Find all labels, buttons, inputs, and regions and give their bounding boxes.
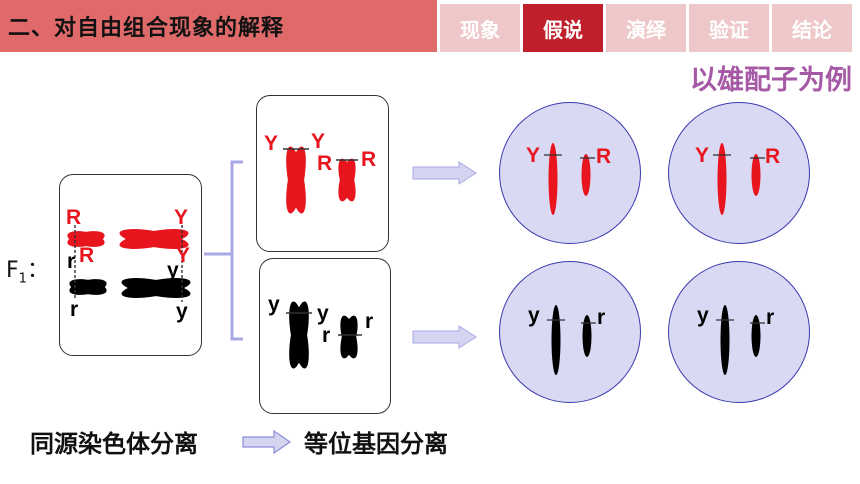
gamete-3-markers (547, 319, 596, 324)
gamete-2-markers (713, 154, 765, 159)
tab-hypothesis[interactable]: 假说 (523, 4, 603, 52)
gamete-4-markers (716, 319, 765, 324)
subtitle: 以雄配子为例 (690, 65, 852, 96)
footer-left-text: 同源染色体分离 (30, 430, 198, 458)
gamete-2-label-Y: Y (695, 144, 709, 167)
recessive-chromosome-y-large (289, 301, 309, 369)
gamete-circle-4 (668, 261, 810, 403)
tab-deduction[interactable]: 演绎 (606, 4, 686, 52)
tab-verification[interactable]: 验证 (689, 4, 769, 52)
rec-label-r-left: r (322, 324, 330, 347)
rec-label-y-right: y (317, 302, 329, 325)
dom-label-R-left: R (317, 152, 332, 175)
recessive-gene-markers (286, 312, 362, 336)
f1-label-Y-mid: Y (176, 244, 190, 267)
gamete-circle-2 (668, 102, 810, 244)
gamete-1-label-Y: Y (526, 144, 540, 167)
f1-label-y-mid: y (167, 259, 179, 282)
dominant-gene-markers (283, 148, 358, 161)
gamete-1-chromatids (548, 143, 591, 215)
gamete-2-chromatids (717, 143, 761, 215)
f1-chromosome-R-red (67, 231, 105, 247)
dominant-chromosome-R-small (338, 158, 356, 202)
gamete-3-label-r: r (597, 306, 605, 329)
gamete-4-label-y: y (697, 304, 709, 327)
f1-chromosome-y-black (121, 278, 191, 298)
f1-label-r-bottom: r (70, 298, 78, 321)
dom-label-Y-right: Y (311, 130, 325, 153)
rec-label-y-left: y (268, 293, 280, 316)
tab-phenomenon[interactable]: 现象 (440, 4, 520, 52)
recessive-chromosome-r-small (340, 315, 358, 359)
gamete-circle-3 (499, 261, 641, 403)
gamete-4-chromatids (720, 305, 761, 375)
rec-label-r-right: r (365, 310, 373, 333)
dom-label-R-right: R (361, 148, 376, 171)
tab-conclusion[interactable]: 结论 (772, 4, 852, 52)
arrow-to-gametes-top (412, 161, 477, 185)
gamete-circle-1 (499, 102, 641, 244)
f1-chromosome-Y-red (119, 229, 189, 249)
dominant-pair-box (256, 95, 389, 252)
gamete-2-label-R: R (765, 145, 780, 168)
dominant-chromosome-Y-large (286, 146, 306, 214)
f1-label-r-mid: r (67, 250, 75, 273)
f1-base: F (6, 258, 19, 283)
gamete-1-markers (544, 154, 595, 159)
f1-label-Y-top: Y (174, 206, 188, 229)
arrow-to-gametes-bottom (412, 325, 477, 349)
f1-cell-box (59, 174, 202, 356)
footer-arrow (242, 429, 292, 455)
gamete-3-label-y: y (528, 304, 540, 327)
f1-sub: 1 (18, 271, 27, 287)
footer-right-text: 等位基因分离 (304, 430, 448, 458)
recessive-pair-box (259, 258, 391, 414)
title-bar: 二、对自由组合现象的解释 (0, 0, 437, 52)
dom-label-Y-left: Y (264, 132, 278, 155)
gamete-4-label-r: r (766, 306, 774, 329)
f1-label-R-mid: R (79, 244, 94, 267)
f1-label: F1： (6, 252, 49, 286)
f1-chromosome-r-black (69, 279, 107, 295)
f1-gene-markers (74, 225, 183, 302)
f1-label-y-bottom: y (176, 300, 188, 323)
nav-tabs: 现象 假说 演绎 验证 结论 (437, 0, 852, 52)
gamete-1-label-R: R (596, 145, 611, 168)
page-title: 二、对自由组合现象的解释 (8, 16, 285, 41)
f1-label-R-top: R (66, 206, 81, 229)
split-bracket (204, 160, 243, 341)
f1-colon: ： (26, 258, 49, 283)
gamete-3-chromatids (551, 305, 592, 375)
